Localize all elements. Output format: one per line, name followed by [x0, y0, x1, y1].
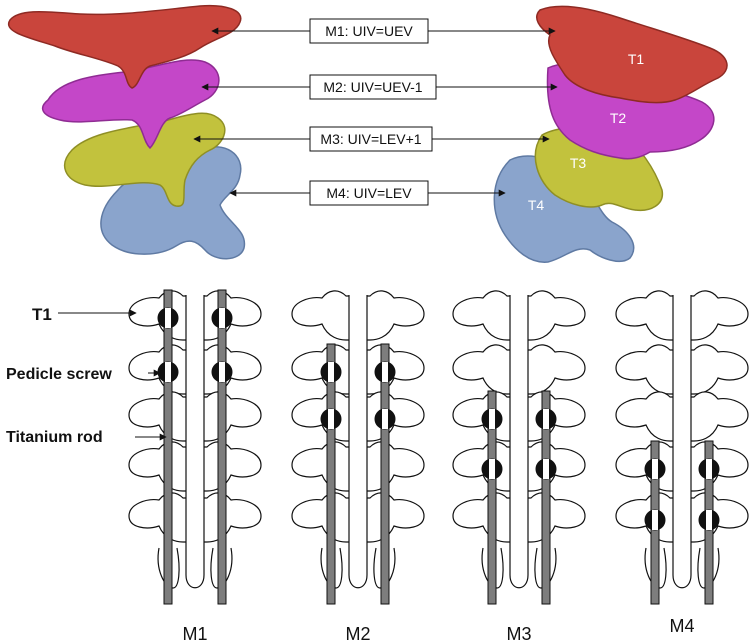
spinous-column — [348, 295, 368, 589]
annotation-pedicle-screw: Pedicle screw — [6, 366, 112, 383]
screw-slot — [165, 308, 171, 328]
screw-slot — [489, 409, 495, 429]
model-label-m3: M3 — [506, 624, 531, 644]
method-box-m1 — [309, 18, 429, 44]
titanium-rod — [541, 390, 551, 605]
right-vertebra-label-t1: T1 — [628, 51, 645, 67]
method-box-m2 — [309, 74, 437, 100]
right-vertebra-t1 — [536, 5, 728, 104]
annotation-titanium-rod: Titanium rod — [6, 429, 103, 446]
right-vertebra-label-t3: T3 — [570, 155, 587, 171]
method-box-m1-label: M1: UIV=UEV — [325, 23, 413, 39]
screw-slot — [328, 362, 334, 382]
screw-slot — [328, 409, 334, 429]
method-box-m2-label: M2: UIV=UEV-1 — [323, 79, 422, 95]
method-callouts: M1: UIV=UEV M2: UIV=UEV-1 M3: UIV=LEV+1 … — [193, 18, 558, 206]
model-m1: M1 — [128, 289, 262, 644]
model-m2: M2 — [291, 290, 425, 644]
titanium-rod — [326, 343, 336, 605]
right-vertebra-label-t2: T2 — [610, 110, 627, 126]
titanium-rod — [487, 390, 497, 605]
spinous-column — [672, 295, 692, 589]
screw-slot — [652, 459, 658, 479]
screw-slot — [382, 409, 388, 429]
annotations: T1 Pedicle screw Titanium rod — [6, 305, 167, 446]
titanium-rod — [163, 289, 173, 605]
screw-slot — [543, 409, 549, 429]
model-label-m1: M1 — [182, 624, 207, 644]
screw-slot — [219, 362, 225, 382]
screw-slot — [219, 308, 225, 328]
screw-slot — [652, 510, 658, 530]
screw-slot — [489, 459, 495, 479]
model-m4: M4 — [615, 290, 749, 636]
titanium-rod — [217, 289, 227, 605]
spinous-column — [509, 295, 529, 589]
titanium-rod — [380, 343, 390, 605]
method-box-m3 — [309, 126, 433, 152]
left-vertebra-t1 — [7, 4, 242, 89]
method-box-m4 — [309, 180, 429, 206]
method-box-m3-label: M3: UIV=LEV+1 — [320, 131, 421, 147]
model-label-m4: M4 — [669, 616, 694, 636]
spinous-column — [185, 295, 205, 589]
left-vertebra-stack-render — [7, 4, 246, 260]
fixation-models: M1 M2 M3 M4 — [128, 289, 749, 644]
screw-slot — [165, 362, 171, 382]
model-m3: M3 — [452, 290, 586, 644]
right-vertebra-stack-render: T1 T2 T3 T4 — [493, 5, 728, 263]
right-vertebra-label-t4: T4 — [528, 197, 545, 213]
screw-slot — [543, 459, 549, 479]
model-label-m2: M2 — [345, 624, 370, 644]
annotation-t1: T1 — [32, 305, 52, 324]
screw-slot — [706, 510, 712, 530]
screw-slot — [706, 459, 712, 479]
screw-slot — [382, 362, 388, 382]
method-box-m4-label: M4: UIV=LEV — [326, 185, 412, 201]
